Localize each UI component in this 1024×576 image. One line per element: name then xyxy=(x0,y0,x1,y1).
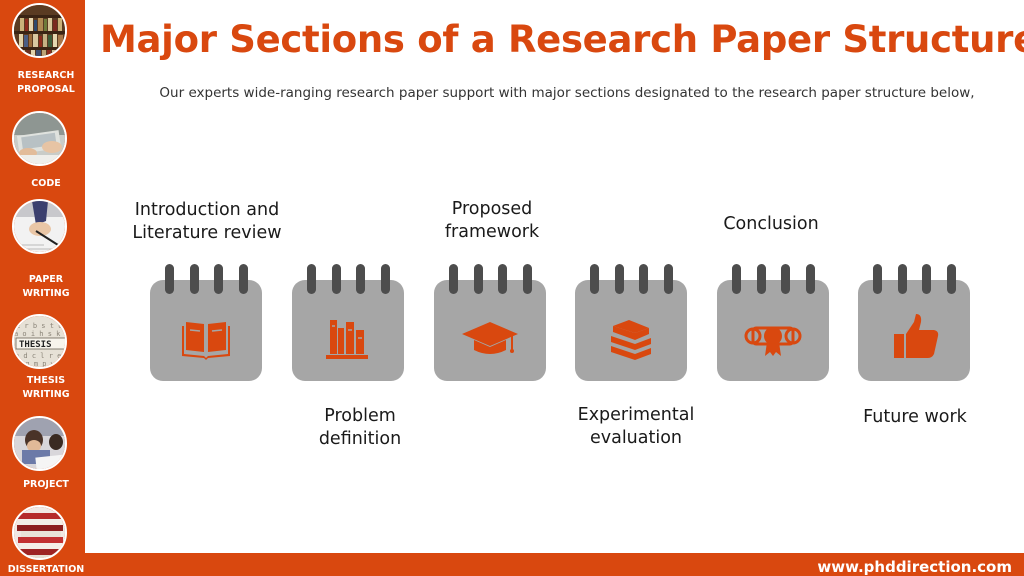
calendar-card-proposed-framework xyxy=(434,264,546,382)
diploma-scroll-icon xyxy=(744,326,802,356)
sidebar-item-thesis-writing[interactable]: THESIS WRITING xyxy=(22,375,70,400)
svg-text:n d c l r e: n d c l r e xyxy=(15,352,61,360)
calendar-card-introduction xyxy=(150,264,262,382)
open-book-icon xyxy=(182,322,230,360)
step-label-conclusion: Conclusion xyxy=(723,214,819,234)
calendar-card-future-work xyxy=(858,264,970,382)
footer-bar: www.phddirection.com xyxy=(85,553,1024,576)
step-label-experimental-evaluation: Experimental evaluation xyxy=(577,405,695,448)
step-label-problem-definition: Problem definition xyxy=(318,406,402,449)
svg-text:THESIS: THESIS xyxy=(19,340,52,350)
sidebar-item-dissertation[interactable]: DISSERTATION xyxy=(7,564,85,575)
step-label-introduction: Introduction and Literature review xyxy=(132,200,282,243)
page-subtitle: Our experts wide-ranging research paper … xyxy=(159,85,975,101)
books-shelf-icon xyxy=(326,320,368,359)
book-stack-thumbnail[interactable] xyxy=(12,505,67,560)
students-project-thumbnail[interactable] xyxy=(12,416,67,471)
thumbs-up-icon xyxy=(894,314,939,358)
sidebar-item-paper-writing[interactable]: PAPER WRITING xyxy=(22,274,70,299)
book-stack-icon xyxy=(611,320,651,360)
calendar-card-conclusion xyxy=(717,264,829,382)
sidebar: RESEARCH PROPOSAL CODE PAPER WRITING xyxy=(0,0,85,576)
laptop-hands-thumbnail[interactable] xyxy=(12,111,67,166)
sidebar-item-code[interactable]: CODE xyxy=(31,178,61,189)
graduation-cap-icon xyxy=(462,322,518,354)
svg-text:e r b s t u: e r b s t u xyxy=(16,322,62,330)
step-label-proposed-framework: Proposed framework xyxy=(444,199,540,242)
svg-text:a o i h s k: a o i h s k xyxy=(14,330,61,338)
calendar-card-problem-definition xyxy=(292,264,404,382)
sidebar-item-project[interactable]: PROJECT xyxy=(23,479,69,490)
thesis-letters-thumbnail[interactable]: e r b s t u a o i h s k THESIS n d c l r… xyxy=(12,314,67,369)
website-link[interactable]: www.phddirection.com xyxy=(817,558,1012,576)
sidebar-item-research-proposal[interactable]: RESEARCH PROPOSAL xyxy=(17,70,75,95)
step-label-future-work: Future work xyxy=(863,407,967,427)
calendar-card-experimental-evaluation xyxy=(575,264,687,382)
writing-hand-thumbnail[interactable] xyxy=(12,199,67,254)
page-title: Major Sections of a Research Paper Struc… xyxy=(100,18,1024,61)
bookshelf-thumbnail[interactable] xyxy=(12,3,67,58)
svg-text:t g m p w: t g m p w xyxy=(17,360,56,368)
